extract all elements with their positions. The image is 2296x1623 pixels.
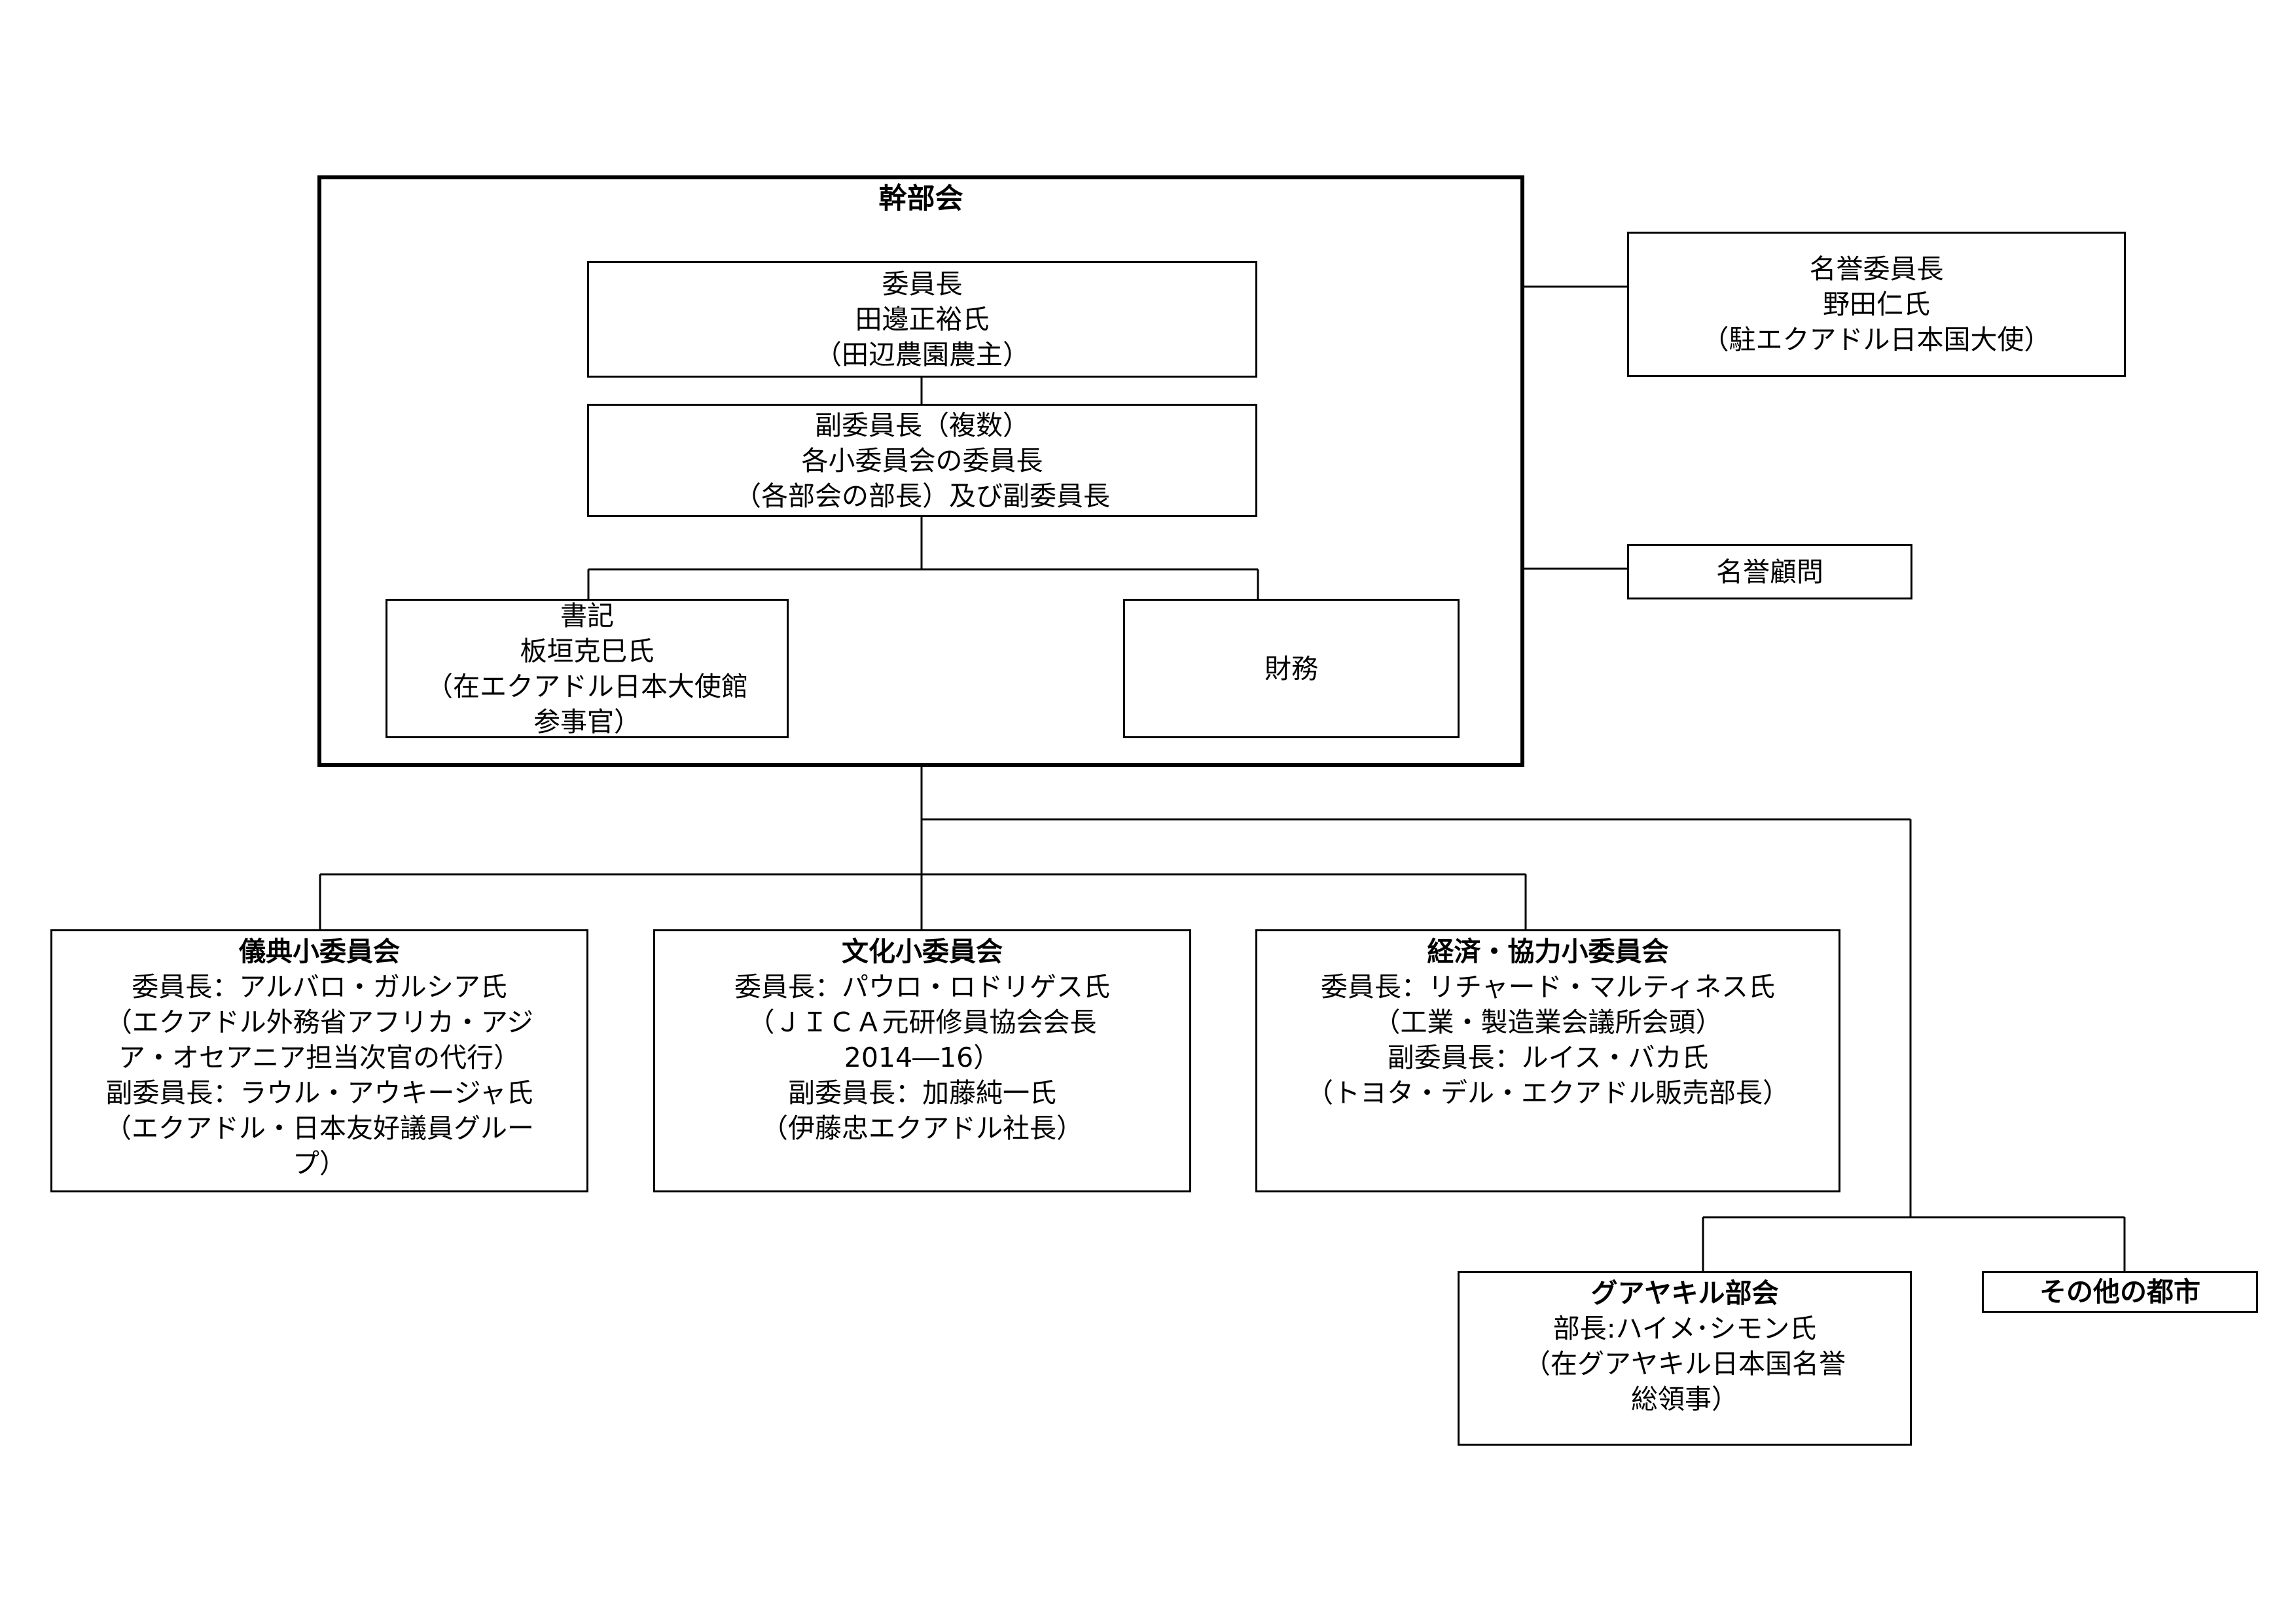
economy-title: 経済・協力小委員会	[1427, 936, 1669, 967]
secretary-box: 書記 板垣克巳氏 （在エクアドル日本大使館 参事官）	[386, 599, 789, 738]
guayaquil-branch-box: グアヤキル部会 部長:ハイメ･シモン氏 （在グアヤキル日本国名誉 総領事）	[1458, 1271, 1912, 1446]
protocol-line: 副委員長：ラウル・アウキージャ氏	[105, 1077, 533, 1109]
vice-chairs-box: 副委員長（複数） 各小委員会の委員長 （各部会の部長）及び副委員長	[587, 404, 1257, 517]
honorary-chair-line: 野田仁氏	[1823, 289, 1930, 320]
economy-line: （トヨタ・デル・エクアドル販売部長）	[1306, 1077, 1789, 1109]
chair-line: （田辺農園農主）	[815, 339, 1030, 370]
vice-chairs-line: 各小委員会の委員長	[801, 444, 1043, 476]
chair-box: 委員長 田邊正裕氏 （田辺農園農主）	[587, 261, 1257, 378]
protocol-title: 儀典小委員会	[239, 936, 400, 967]
economy-line: 委員長：リチャード・マルティネス氏	[1320, 971, 1776, 1003]
protocol-line: プ）	[293, 1148, 346, 1179]
economy-subcommittee-box: 経済・協力小委員会 委員長：リチャード・マルティネス氏 （工業・製造業会議所会頭…	[1255, 929, 1840, 1192]
guayaquil-title: グアヤキル部会	[1590, 1277, 1779, 1309]
guayaquil-line: 部長:ハイメ･シモン氏	[1552, 1313, 1817, 1344]
culture-line: 委員長：パウロ・ロドリゲス氏	[734, 971, 1110, 1003]
secretary-line: 板垣克巳氏	[520, 635, 655, 667]
culture-subcommittee-box: 文化小委員会 委員長：パウロ・ロドリゲス氏 （ＪＩＣＡ元研修員協会会長 2014…	[653, 929, 1191, 1192]
honorary-chair-line: 名誉委員長	[1809, 253, 1944, 285]
economy-line: 副委員長：ルイス・バカ氏	[1387, 1042, 1709, 1073]
chair-line: 委員長	[882, 268, 963, 300]
protocol-line: （エクアドル外務省アフリカ・アジ	[105, 1007, 534, 1038]
secretary-line: 参事官）	[533, 705, 641, 738]
chair-line: 田邊正裕氏	[855, 304, 990, 335]
honorary-advisor-box: 名誉顧問	[1627, 544, 1912, 599]
protocol-subcommittee-box: 儀典小委員会 委員長：アルバロ・ガルシア氏 （エクアドル外務省アフリカ・アジ ア…	[50, 929, 588, 1192]
economy-line: （工業・製造業会議所会頭）	[1373, 1007, 1723, 1038]
culture-line: （伊藤忠エクアドル社長）	[761, 1113, 1083, 1144]
other-cities-line: その他の都市	[2039, 1276, 2200, 1308]
vice-chairs-line: 副委員長（複数）	[815, 409, 1030, 441]
treasury-box: 財務	[1123, 599, 1460, 738]
board-title: 幹部会	[878, 183, 963, 215]
honorary-chair-line: （駐エクアドル日本国大使）	[1702, 324, 2051, 355]
vice-chairs-line: （各部会の部長）及び副委員長	[734, 480, 1110, 512]
protocol-line: ア・オセアニア担当次官の代行）	[118, 1042, 521, 1073]
culture-line: 副委員長：加藤純一氏	[788, 1077, 1056, 1109]
guayaquil-line: （在グアヤキル日本国名誉	[1524, 1348, 1846, 1380]
honorary-chair-box: 名誉委員長 野田仁氏 （駐エクアドル日本国大使）	[1627, 232, 2126, 377]
culture-line: 2014―16）	[844, 1042, 1001, 1073]
protocol-line: 委員長：アルバロ・ガルシア氏	[132, 971, 507, 1003]
culture-title: 文化小委員会	[842, 936, 1003, 967]
other-cities-box: その他の都市	[1982, 1271, 2258, 1313]
secretary-line: 書記	[560, 599, 614, 632]
treasury-line: 財務	[1265, 652, 1318, 685]
honorary-advisor-line: 名誉顧問	[1716, 556, 1823, 588]
guayaquil-line: 総領事）	[1631, 1383, 1738, 1415]
secretary-line: （在エクアドル日本大使館	[426, 670, 748, 702]
culture-line: （ＪＩＣＡ元研修員協会会長	[747, 1007, 1097, 1038]
board-frame	[317, 175, 1524, 767]
protocol-line: （エクアドル・日本友好議員グルー	[105, 1113, 534, 1144]
